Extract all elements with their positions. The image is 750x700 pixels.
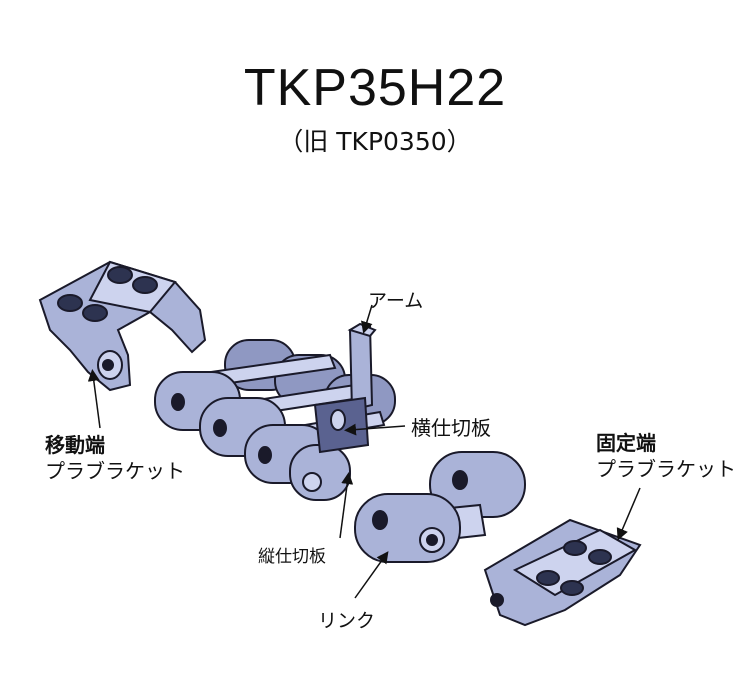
- fixed-end-leader: [616, 487, 641, 541]
- fixed-end-bracket: [483, 518, 642, 627]
- link-leader: [354, 551, 389, 599]
- label-arm: アーム: [368, 290, 424, 312]
- label-moving-end-line2: プラブラケット: [45, 459, 185, 483]
- moving-end-leader: [87, 369, 101, 429]
- model-title: TKP35H22: [243, 59, 507, 117]
- vertical-partition-leader: [339, 472, 354, 539]
- old-model-subtitle: （旧 TKP0350）: [278, 127, 472, 156]
- assembled-chain: [154, 322, 396, 501]
- label-fixed-end-bracket: 固定端 プラブラケット: [596, 430, 736, 482]
- label-moving-end-line1: 移動端: [45, 433, 105, 457]
- single-link: [354, 451, 526, 563]
- cross-partition-leader: [344, 423, 406, 436]
- arm-leader: [361, 304, 373, 334]
- leader-lines: [87, 304, 641, 599]
- label-fixed-end-line2: プラブラケット: [596, 457, 736, 481]
- label-cross-partition: 横仕切板: [411, 416, 491, 440]
- label-vertical-partition: 縦仕切板: [258, 547, 326, 567]
- label-moving-end-bracket: 移動端 プラブラケット: [45, 432, 185, 484]
- label-link: リンク: [318, 610, 376, 632]
- label-fixed-end-line1: 固定端: [596, 431, 656, 455]
- moving-end-bracket: [38, 260, 207, 392]
